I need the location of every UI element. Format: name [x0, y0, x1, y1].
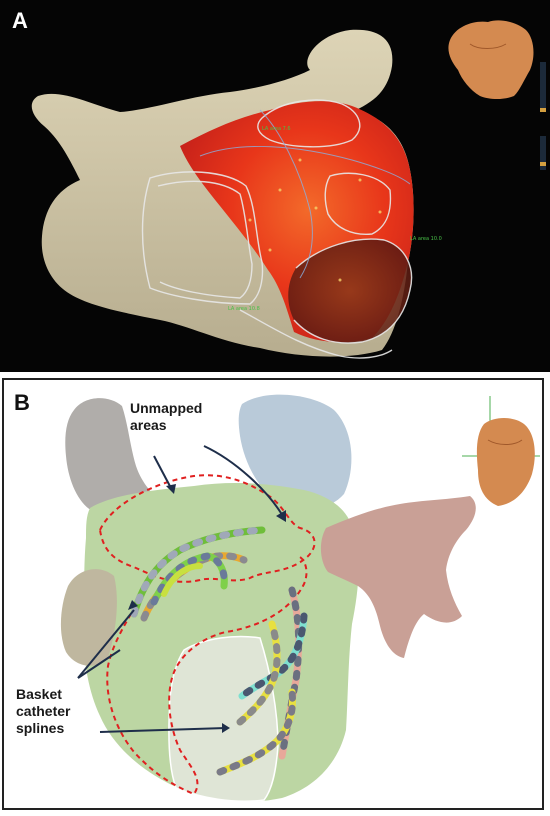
torso-orientation-icon — [448, 20, 533, 99]
map-label: LA area 10.0 — [410, 236, 442, 242]
left-inferior-vein — [61, 569, 117, 666]
panel-letter-b: B — [14, 390, 30, 416]
atrium-3d-map-b — [4, 380, 544, 810]
map-label: LA area 7.6 — [262, 126, 291, 132]
panel-letter-a: A — [12, 8, 28, 34]
unmapped-areas-label: Unmapped areas — [130, 400, 202, 434]
panel-b: B Unmapped areas Basket catheter splines — [2, 378, 544, 810]
map-label: LA area 10.8 — [228, 306, 260, 312]
panel-a: LA area 7.6 LA area 10.0 LA area 10.8 — [0, 0, 550, 372]
atrium-3d-map-a: LA area 7.6 LA area 10.0 LA area 10.8 — [0, 0, 550, 372]
mapped-region-outline — [169, 637, 278, 802]
basket-catheter-splines-label: Basket catheter splines — [16, 686, 70, 737]
torso-orientation-icon — [462, 396, 540, 506]
viewer-slider-controls[interactable] — [540, 62, 546, 170]
